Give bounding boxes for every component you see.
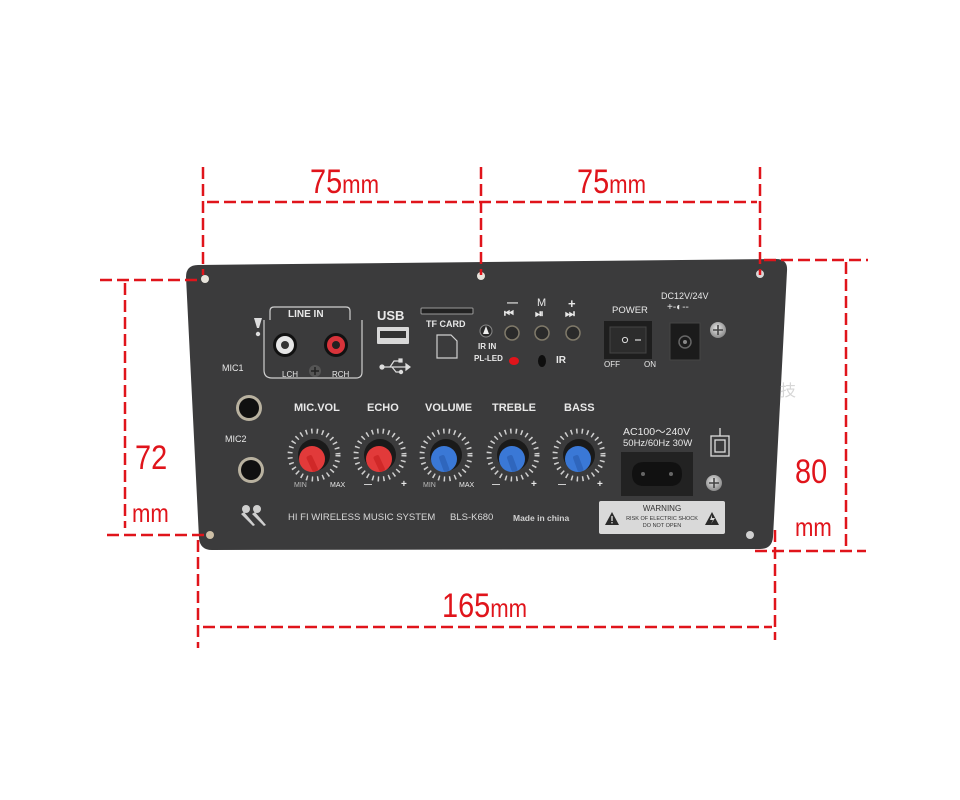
mode-top-label: M	[537, 297, 547, 309]
power-led	[509, 357, 519, 365]
warning-title: WARNING	[642, 504, 682, 513]
power-label: POWER	[612, 305, 648, 316]
sd-card-icon	[436, 334, 458, 359]
dim-unit: mm	[490, 593, 528, 623]
tf-card-label: TF CARD	[426, 319, 466, 329]
knob-volume	[419, 428, 473, 482]
warning-triangles	[605, 512, 719, 525]
dim-left-height-unit: mm	[132, 500, 169, 526]
screw-bottom-right	[706, 475, 722, 491]
on-label: ON	[644, 360, 656, 369]
center-screw-icon	[309, 365, 321, 377]
double-insulation-icon	[710, 428, 730, 457]
knob-mic-vol	[287, 428, 341, 482]
screw-top-right	[710, 322, 726, 338]
line-in-frame	[263, 306, 363, 379]
next-button-hw	[565, 325, 581, 341]
dim-right-height-unit: mm	[795, 514, 832, 540]
ac-voltage-label: AC100～240V	[623, 426, 691, 438]
warning-line-1: RISK OF ELECTRIC SHOCK	[626, 516, 698, 522]
high-voltage-icon	[705, 512, 719, 525]
knob-max-treble: +	[531, 479, 537, 490]
play-pause-icon[interactable]: ⏯	[535, 308, 544, 320]
rch-label: RCH	[332, 370, 350, 379]
origin-label: Made in china	[513, 513, 570, 523]
mount-hole-tl	[201, 275, 209, 283]
knob-min-mic-vol: MIN	[294, 482, 307, 489]
dim-unit: mm	[795, 512, 832, 542]
mic2-label: MIC2	[225, 434, 247, 444]
watermark: 技	[780, 381, 797, 400]
dim-left-height: 72	[135, 441, 167, 475]
knob-label-mic-vol: MIC.VOL	[294, 402, 340, 414]
mic1-label: MIC1	[222, 363, 244, 373]
mic1-jack	[236, 395, 262, 421]
warning-sticker: WARNING RISK OF ELECTRIC SHOCK DO NOT OP…	[599, 501, 725, 534]
prev-button-hw	[504, 325, 520, 341]
dim-unit: mm	[132, 498, 169, 528]
knob-bass	[552, 428, 606, 482]
dim-unit: mm	[609, 169, 646, 199]
antenna-icon	[254, 318, 262, 337]
warning-triangle-icon	[605, 512, 619, 525]
model-number: BLS-K680	[450, 512, 494, 523]
knob-max-volume: MAX	[459, 482, 475, 489]
knob-max-echo: +	[401, 479, 407, 490]
dc-voltage-label: DC12V/24V	[661, 291, 709, 301]
dimension-lines	[100, 167, 868, 648]
dim-bottom-width: 165mm	[442, 589, 527, 623]
mount-hole-bl	[206, 531, 214, 539]
knob-min-bass: —	[558, 480, 566, 489]
next-icon[interactable]: ⏭	[565, 308, 575, 320]
knob-echo	[353, 428, 407, 482]
knob-label-treble: TREBLE	[492, 402, 536, 414]
knob-label-echo: ECHO	[367, 402, 399, 414]
play-button-hw	[534, 325, 550, 341]
dim-value: 75	[577, 163, 610, 201]
warning-line-2: DO NOT OPEN	[642, 523, 682, 529]
ac-frequency-label: 50Hz/60Hz 30W	[623, 438, 693, 449]
rca-right-jack	[324, 333, 348, 357]
next-top-label: +	[568, 296, 576, 311]
knob-treble	[486, 428, 540, 482]
dim-unit: mm	[342, 169, 379, 199]
knob-max-bass: +	[597, 479, 603, 490]
line-in-label: LINE IN	[288, 309, 324, 320]
tf-card-slot	[420, 307, 474, 315]
dim-right-height: 80	[795, 455, 827, 489]
usb-icon	[379, 358, 411, 375]
rca-left-jack	[273, 333, 297, 357]
system-name: HI FI WIRELESS MUSIC SYSTEM	[288, 512, 436, 523]
knob-max-mic-vol: MAX	[330, 482, 346, 489]
prev-top-label: —	[507, 297, 518, 309]
ac-inlet	[632, 462, 682, 486]
knob-min-volume: MIN	[423, 482, 436, 489]
mount-hole-tm	[477, 272, 485, 280]
mount-hole-br	[746, 531, 754, 539]
usb-label: USB	[377, 308, 405, 323]
dc-polarity-icon: +-◐--	[667, 302, 689, 313]
dim-top-left: 75mm	[310, 165, 379, 199]
mic2-jack	[238, 457, 264, 483]
off-label: OFF	[604, 360, 620, 369]
previous-icon[interactable]: ⏮	[504, 308, 514, 320]
dim-value: 165	[442, 587, 491, 625]
ir-in-label: IR IN	[478, 342, 497, 351]
ir-label: IR	[556, 355, 566, 366]
ir-sensor	[538, 355, 546, 367]
pl-led-label: PL-LED	[474, 354, 503, 363]
dim-value: 75	[310, 163, 343, 201]
microphone-logo-icon	[241, 505, 266, 526]
knob-min-treble: —	[492, 480, 500, 489]
knob-label-bass: BASS	[564, 402, 595, 414]
dim-value: 72	[135, 439, 168, 477]
dim-value: 80	[795, 453, 828, 491]
lch-label: LCH	[282, 370, 299, 379]
dim-top-right: 75mm	[577, 165, 646, 199]
knob-label-volume: VOLUME	[425, 402, 473, 414]
knob-min-echo: —	[364, 480, 372, 489]
